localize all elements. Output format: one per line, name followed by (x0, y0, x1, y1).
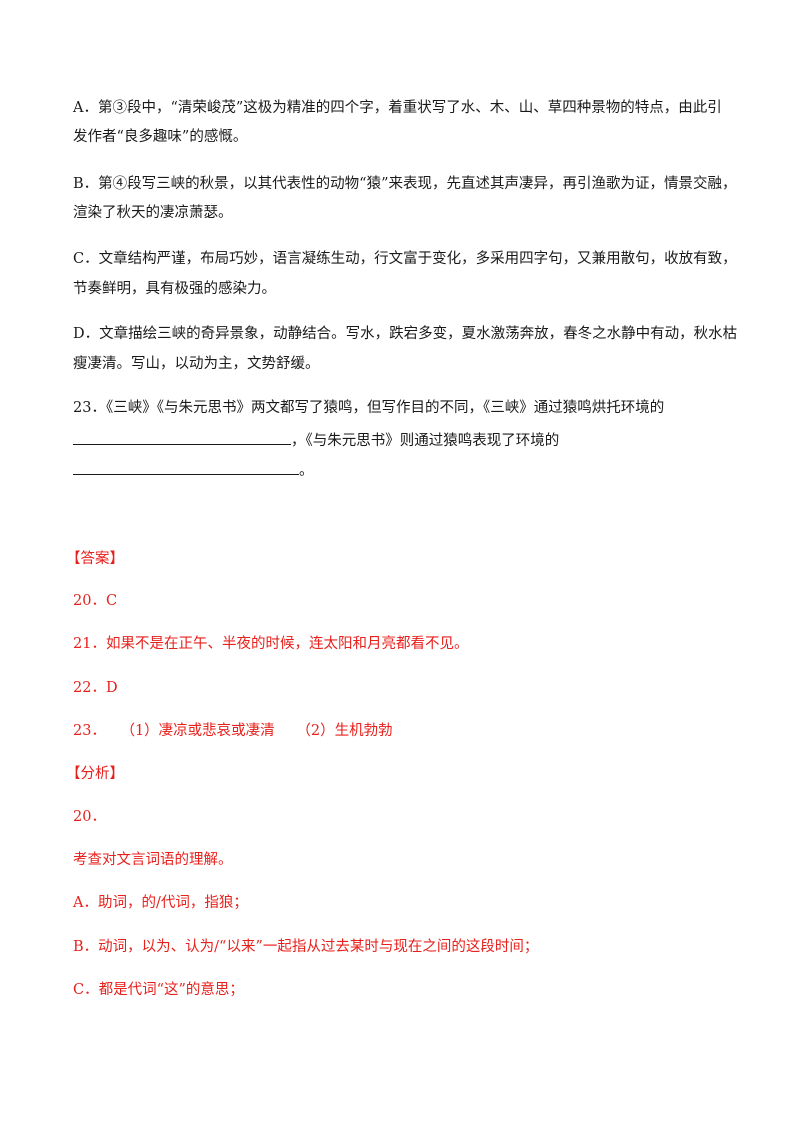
question-23-text-2: ，《与朱元思书》则通过猿鸣表现了环境的 (291, 433, 560, 449)
analysis-option-a: A．助词，的/代词，指狼； (73, 895, 248, 911)
question-23-text-3: 。 (299, 463, 314, 479)
option-c-line-2: 节奏鲜明，具有极强的感染力。 (73, 281, 276, 297)
option-d-line-1: D．文章描绘三峡的奇异景象，动静结合。写水，跌宕多变，夏水激荡奔放，春冬之水静中… (73, 326, 738, 342)
answer-22: 22．D (73, 680, 118, 696)
analysis-option-b: B．动词，以为、认为/“以来”一起指从过去某时与现在之间的这段时间； (73, 939, 539, 955)
analysis-intro: 考查对文言词语的理解。 (73, 852, 233, 868)
option-d-line-2: 瘦凄清。写山，以动为主，文势舒缓。 (73, 356, 320, 372)
option-a-line-2: 发作者“良多趣味”的感慨。 (73, 129, 248, 145)
analysis-option-c: C．都是代词“这”的意思； (73, 982, 244, 998)
option-a-line-1: A．第③段中，“清荣峻茂”这极为精准的四个字，着重状写了水、木、山、草四种景物的… (73, 100, 722, 116)
option-b-line-1: B．第④段写三峡的秋景，以其代表性的动物“猿”来表现，先直述其声凄异，再引渔歌为… (73, 176, 737, 192)
answer-blank-1[interactable] (73, 428, 291, 445)
answer-blank-2[interactable] (73, 458, 299, 475)
answer-heading: 【答案】 (66, 551, 124, 567)
question-23-line-1: 23．《三峡》《与朱元思书》两文都写了猿鸣，但写作目的不同，《三峡》通过猿鸣烘托… (73, 400, 665, 416)
analysis-heading: 【分析】 (66, 766, 124, 782)
option-b-line-2: 渲染了秋天的凄凉萧瑟。 (73, 205, 233, 221)
answer-20: 20．C (73, 593, 118, 609)
question-23-line-3: 。 (73, 458, 314, 481)
answer-21: 21．如果不是在正午、半夜的时候，连太阳和月亮都看不见。 (73, 636, 469, 652)
question-23-line-2: ，《与朱元思书》则通过猿鸣表现了环境的 (73, 428, 559, 451)
option-c-line-1: C．文章结构严谨，布局巧妙，语言凝练生动，行文富于变化，多采用四字句，又兼用散句… (73, 251, 737, 267)
analysis-20-number: 20． (73, 809, 106, 825)
answer-23: 23． （1）凄凉或悲哀或凄清 （2）生机勃勃 (73, 723, 393, 739)
